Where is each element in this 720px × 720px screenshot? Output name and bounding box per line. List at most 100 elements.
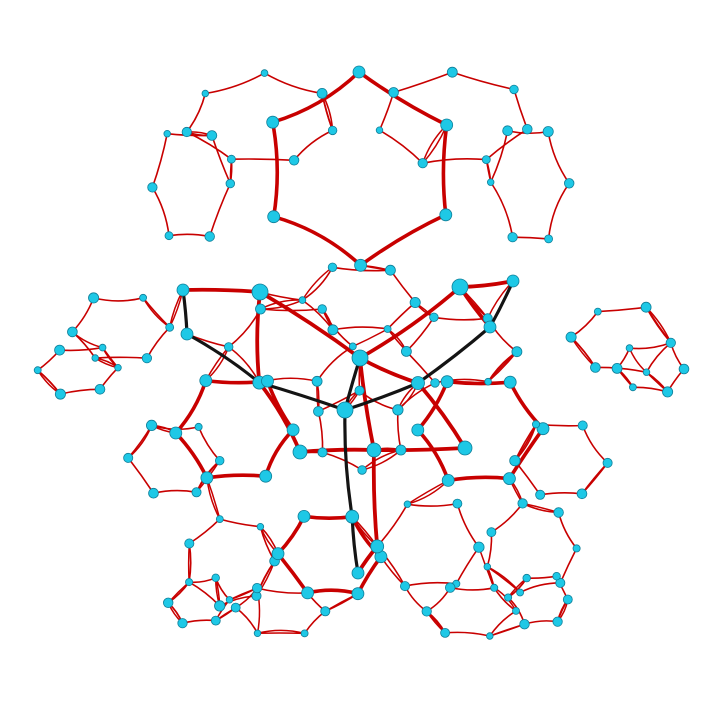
- vertex-node: [553, 507, 564, 518]
- bond-edge: [71, 297, 95, 333]
- vertex-node: [327, 125, 338, 136]
- bond-edge: [405, 316, 435, 353]
- vertex-node: [399, 581, 410, 592]
- vertex-node: [165, 322, 175, 332]
- vertex-node: [400, 345, 412, 357]
- bond-edge: [557, 511, 578, 550]
- vertex-node: [327, 324, 339, 336]
- bond-edge: [488, 279, 515, 329]
- bond-edge: [185, 332, 261, 385]
- vertex-node: [602, 457, 613, 468]
- vertex-node: [253, 629, 262, 637]
- vertex-node: [440, 118, 454, 132]
- bond-edge: [451, 71, 515, 91]
- bond-edge: [376, 503, 409, 548]
- bond-edge: [305, 588, 360, 596]
- vertex-node: [139, 293, 148, 302]
- vertex-node: [266, 115, 280, 129]
- vertex-node: [271, 547, 285, 561]
- vertex-node: [384, 264, 396, 276]
- vertex-node: [446, 66, 458, 78]
- vertex-node: [665, 337, 676, 348]
- vertex-node: [507, 232, 518, 243]
- vertex-node: [54, 388, 66, 400]
- vertex-node: [502, 125, 513, 136]
- vertex-node: [148, 487, 159, 499]
- bond-edge: [441, 123, 449, 217]
- vertex-node: [288, 155, 300, 166]
- vertex-node: [532, 420, 541, 429]
- vertex-node: [473, 541, 485, 553]
- bond-edge: [489, 181, 514, 238]
- vertex-node: [98, 343, 107, 352]
- bond-edge: [628, 347, 648, 373]
- bond-edge: [389, 269, 416, 304]
- vertex-node: [301, 586, 315, 600]
- vertex-node: [590, 362, 601, 373]
- vertex-node: [576, 488, 588, 500]
- bond-edge: [188, 581, 221, 607]
- bond-edge: [547, 130, 570, 185]
- vertex-node: [313, 406, 324, 417]
- bond-edge: [519, 582, 562, 594]
- bond-edge: [406, 502, 459, 507]
- bond-edge: [257, 380, 302, 454]
- vertex-node: [88, 292, 100, 304]
- vertex-node: [200, 471, 214, 485]
- bond-edge: [255, 290, 262, 385]
- vertex-node: [522, 123, 533, 135]
- vertex-node: [565, 331, 577, 343]
- bond-edge: [416, 381, 467, 450]
- bond-edge: [372, 446, 467, 453]
- vertex-node: [429, 312, 439, 323]
- bond-edge: [187, 542, 191, 583]
- bond-edge: [547, 182, 570, 240]
- vertex-node: [352, 65, 366, 79]
- vertex-node: [199, 374, 213, 388]
- bond-edge: [205, 473, 268, 480]
- vertex-node: [214, 600, 226, 612]
- bond-edge: [181, 288, 189, 336]
- bond-edge: [258, 290, 362, 360]
- vertex-node: [354, 385, 365, 396]
- vertex-node: [114, 364, 122, 372]
- bond-edge: [456, 502, 480, 548]
- vertex-node: [640, 301, 652, 313]
- bond-edge: [581, 462, 609, 495]
- bond-edge: [276, 514, 306, 556]
- vertex-node: [375, 126, 384, 134]
- vertex-node: [662, 386, 674, 398]
- bond-edge: [378, 129, 424, 164]
- bond-edge: [444, 631, 491, 637]
- vertex-node: [260, 69, 269, 77]
- bond-edge: [507, 426, 545, 481]
- bond-edge: [58, 346, 104, 352]
- vertex-node: [225, 596, 234, 604]
- bond-edge: [230, 158, 295, 162]
- vertex-node: [421, 606, 432, 617]
- vertex-node: [383, 325, 392, 333]
- vertex-node: [502, 472, 516, 486]
- vertex-node: [535, 489, 546, 500]
- bond-edge: [321, 451, 363, 471]
- vertex-node: [177, 618, 188, 629]
- vertex-node: [320, 606, 331, 617]
- vertex-node: [512, 607, 520, 615]
- bond-edge: [146, 326, 171, 359]
- bond-edge: [486, 531, 493, 568]
- vertex-node: [430, 378, 440, 388]
- vertex-node: [366, 442, 382, 458]
- vertex-node: [317, 304, 327, 314]
- vertex-node: [509, 455, 521, 467]
- vertex-node: [251, 283, 269, 301]
- bond-edge: [490, 502, 524, 533]
- bond-edge: [358, 285, 462, 360]
- vertex-node: [503, 375, 517, 389]
- bond-edge: [92, 297, 144, 302]
- vertex-node: [327, 262, 338, 273]
- bond-edge: [293, 129, 334, 162]
- vertex-node: [562, 594, 573, 605]
- bond-edge: [256, 629, 306, 635]
- vertex-node: [252, 582, 263, 594]
- bond-edge: [559, 547, 578, 584]
